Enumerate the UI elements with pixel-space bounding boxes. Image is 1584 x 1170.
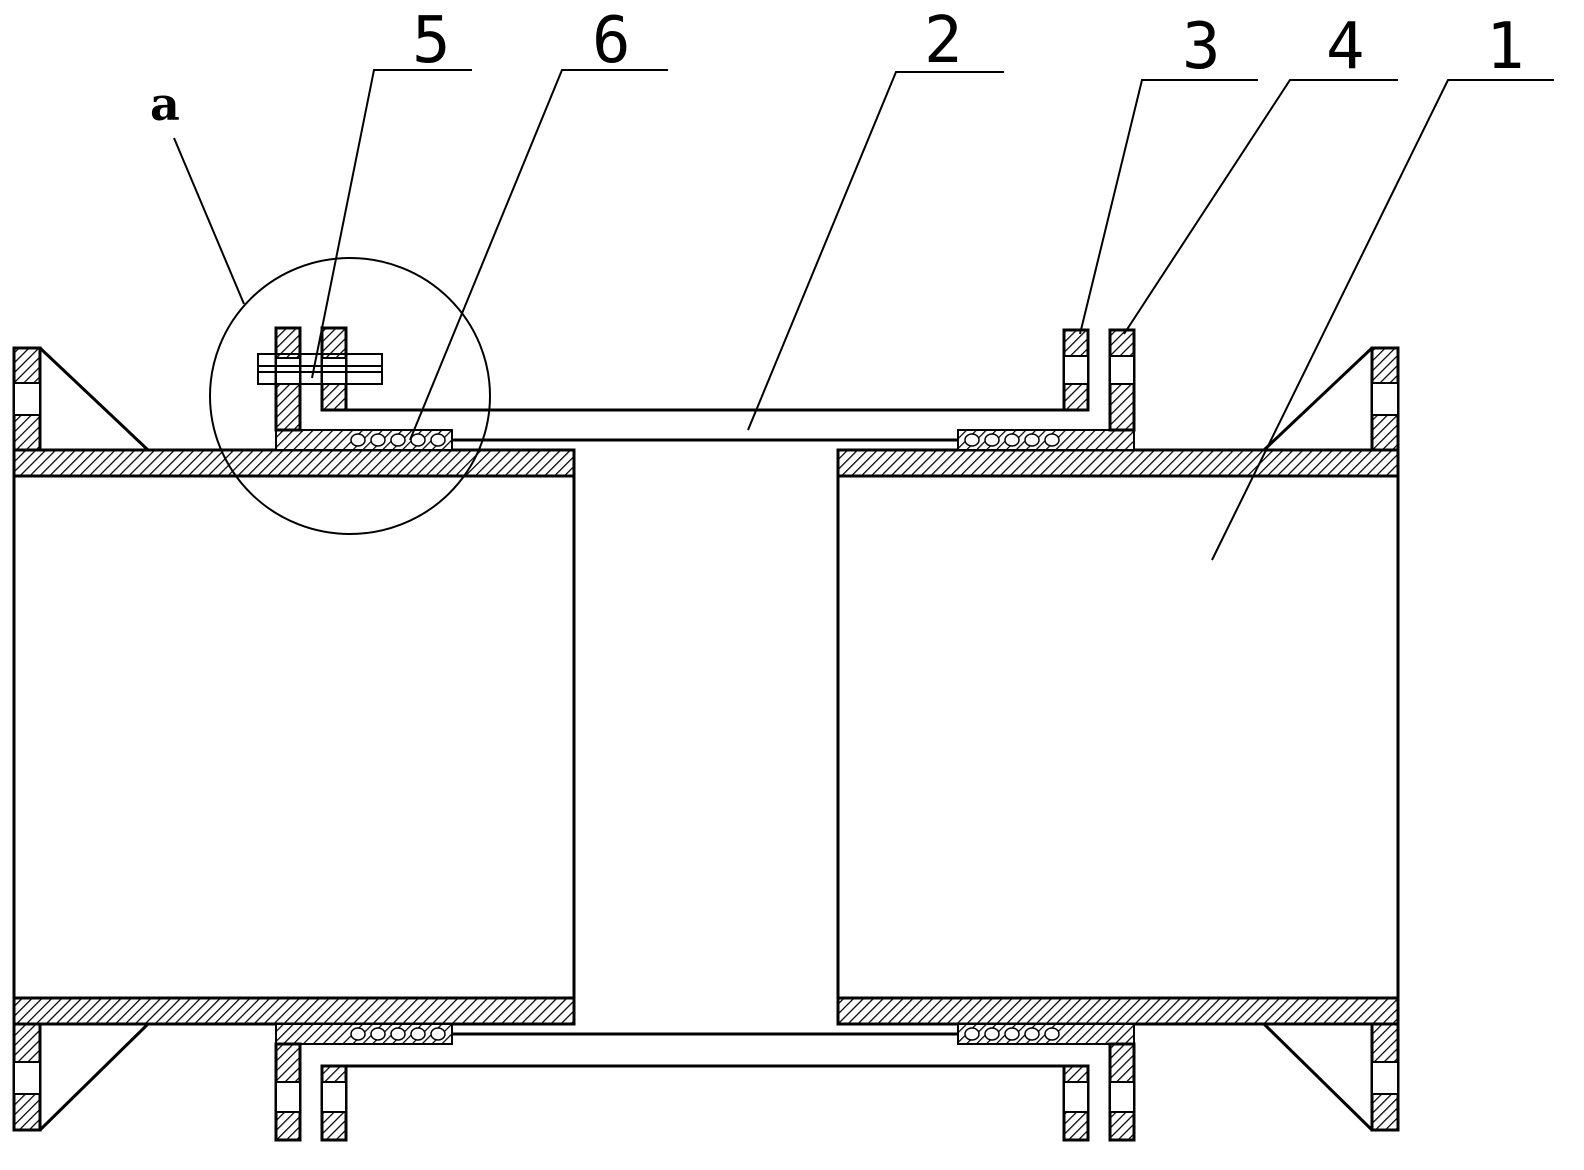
seal-ring-right-bottom: [957, 1023, 1135, 1045]
right-pipe-top-wall: [836, 448, 1400, 478]
label-a: a: [150, 77, 180, 131]
seal-ring-left-top: [275, 429, 453, 451]
leader-4: [1123, 79, 1398, 335]
gland-flange-left-top: [274, 326, 302, 432]
right-pipe: [836, 448, 1400, 1026]
right-pipe-bottom-wall: [836, 996, 1400, 1026]
left-pipe-top-wall: [12, 448, 576, 478]
leader-2: [747, 71, 1004, 431]
leader-a: [173, 137, 245, 305]
leader-6: [409, 69, 668, 441]
gland-flange-right-bottom: [1108, 1042, 1136, 1142]
detail-circle-a: [209, 257, 491, 535]
leader-1: [1211, 79, 1554, 561]
leader-5: [311, 69, 472, 379]
label-4: 4: [1326, 10, 1365, 84]
label-6: 6: [592, 4, 631, 78]
label-2: 2: [924, 4, 963, 78]
sleeve-tube: [322, 408, 1088, 1068]
seal-ring-right-top: [957, 429, 1135, 451]
left-pipe: [12, 448, 576, 1026]
sleeve-flange-right-top: [1062, 328, 1090, 412]
leader-3: [1079, 79, 1258, 335]
bolt-5: [257, 353, 383, 385]
leader-lines: [173, 69, 1554, 561]
gland-flange-right-top: [1108, 328, 1136, 432]
left-pipe-bottom-wall: [12, 996, 576, 1026]
label-3: 3: [1182, 10, 1221, 84]
sleeve-flange-right-bottom: [1062, 1064, 1090, 1142]
left-end-flange-top: [12, 346, 150, 452]
right-end-flange-bottom: [1262, 1022, 1400, 1132]
right-end-flange-top: [1262, 346, 1400, 452]
label-5: 5: [412, 4, 451, 78]
seal-ring-left-bottom: [275, 1023, 453, 1045]
label-1: 1: [1486, 10, 1525, 84]
sleeve-flange-left-bottom: [320, 1064, 348, 1142]
sleeve-flange-left-top: [320, 326, 348, 412]
left-end-flange-bottom: [12, 1022, 150, 1132]
gland-flange-left-bottom: [274, 1042, 302, 1142]
